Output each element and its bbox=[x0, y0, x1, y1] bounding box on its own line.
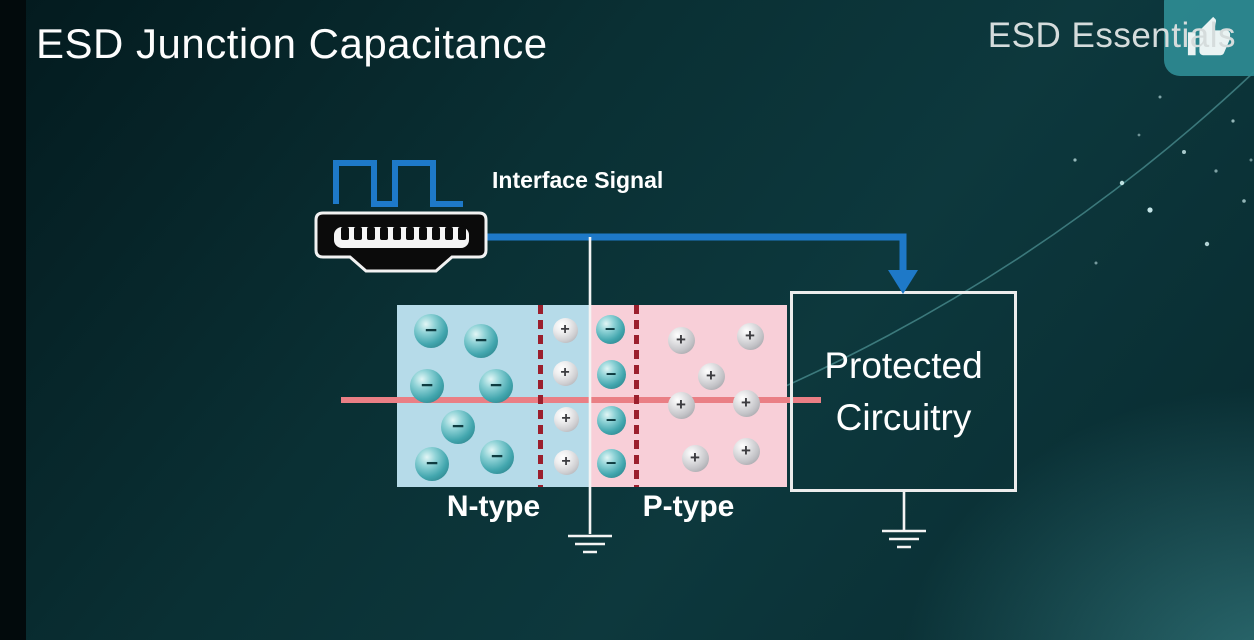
hole-p-type-charge: + bbox=[667, 391, 695, 419]
electron-n-type-charge: − bbox=[464, 324, 498, 358]
p-type-label: P-type bbox=[642, 490, 735, 523]
donor-ion-depletion-charge: + bbox=[553, 449, 579, 475]
depletion-boundary-left bbox=[538, 305, 543, 487]
hole-p-type-charge: + bbox=[732, 437, 760, 465]
n-type-label: N-type bbox=[446, 490, 541, 523]
letterbox-bar bbox=[0, 0, 26, 640]
like-badge bbox=[1164, 0, 1254, 76]
protected-circuitry-label-line2: Circuitry bbox=[835, 396, 972, 438]
electron-n-type-charge: − bbox=[441, 410, 475, 444]
donor-ion-depletion-charge: + bbox=[552, 360, 578, 386]
electron-n-type-charge: − bbox=[410, 369, 444, 403]
depletion-boundary-right bbox=[634, 305, 639, 487]
hole-p-type-charge: + bbox=[736, 322, 764, 350]
electron-depletion-charge: − bbox=[596, 448, 626, 478]
hole-p-type-charge: + bbox=[697, 362, 725, 390]
hole-p-type-charge: + bbox=[667, 326, 695, 354]
hole-p-type-charge: + bbox=[681, 444, 709, 472]
electron-n-type-charge: − bbox=[414, 314, 448, 348]
electron-depletion-charge: − bbox=[596, 405, 626, 435]
electron-depletion-charge: − bbox=[596, 359, 626, 389]
hole-p-type-charge: + bbox=[732, 389, 760, 417]
interface-signal-label: Interface Signal bbox=[492, 167, 664, 193]
thumbs-up-icon bbox=[1187, 16, 1231, 56]
protected-circuitry-label-line1: Protected bbox=[824, 344, 983, 386]
donor-ion-depletion-charge: + bbox=[552, 317, 578, 343]
electron-n-type-charge: − bbox=[415, 447, 449, 481]
electron-n-type-charge: − bbox=[479, 369, 513, 403]
electron-n-type-charge: − bbox=[480, 440, 514, 474]
electron-depletion-charge: − bbox=[595, 314, 625, 344]
junction-horizontal-line bbox=[341, 397, 821, 403]
brand-text: ESD Essentials bbox=[987, 16, 1236, 55]
donor-ion-depletion-charge: + bbox=[553, 406, 579, 432]
page-title: ESD Junction Capacitance bbox=[36, 20, 548, 67]
